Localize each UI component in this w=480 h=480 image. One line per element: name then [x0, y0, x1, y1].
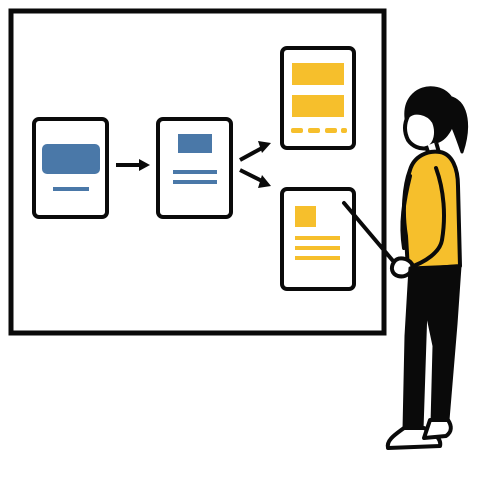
screen-card-2 [156, 117, 233, 219]
screen-card-1 [32, 117, 109, 219]
text-line [295, 246, 340, 250]
banner-block [292, 95, 344, 117]
pointer-stick-icon [342, 201, 401, 270]
screen-card-4 [280, 187, 356, 291]
thumbnail-block [178, 134, 212, 153]
arrow-down-right-icon [239, 168, 271, 188]
caption-line [53, 187, 89, 191]
text-line [173, 170, 217, 174]
arrow-right-icon [116, 159, 150, 171]
banner-block [292, 63, 344, 85]
text-line [173, 180, 217, 184]
text-line [295, 236, 340, 240]
dashed-line [291, 128, 347, 133]
hero-block [42, 144, 100, 174]
presenter-person-icon [342, 86, 469, 450]
text-line [295, 256, 340, 260]
screen-card-3 [280, 46, 356, 150]
small-square [295, 206, 316, 227]
arrow-up-right-icon [239, 141, 271, 162]
